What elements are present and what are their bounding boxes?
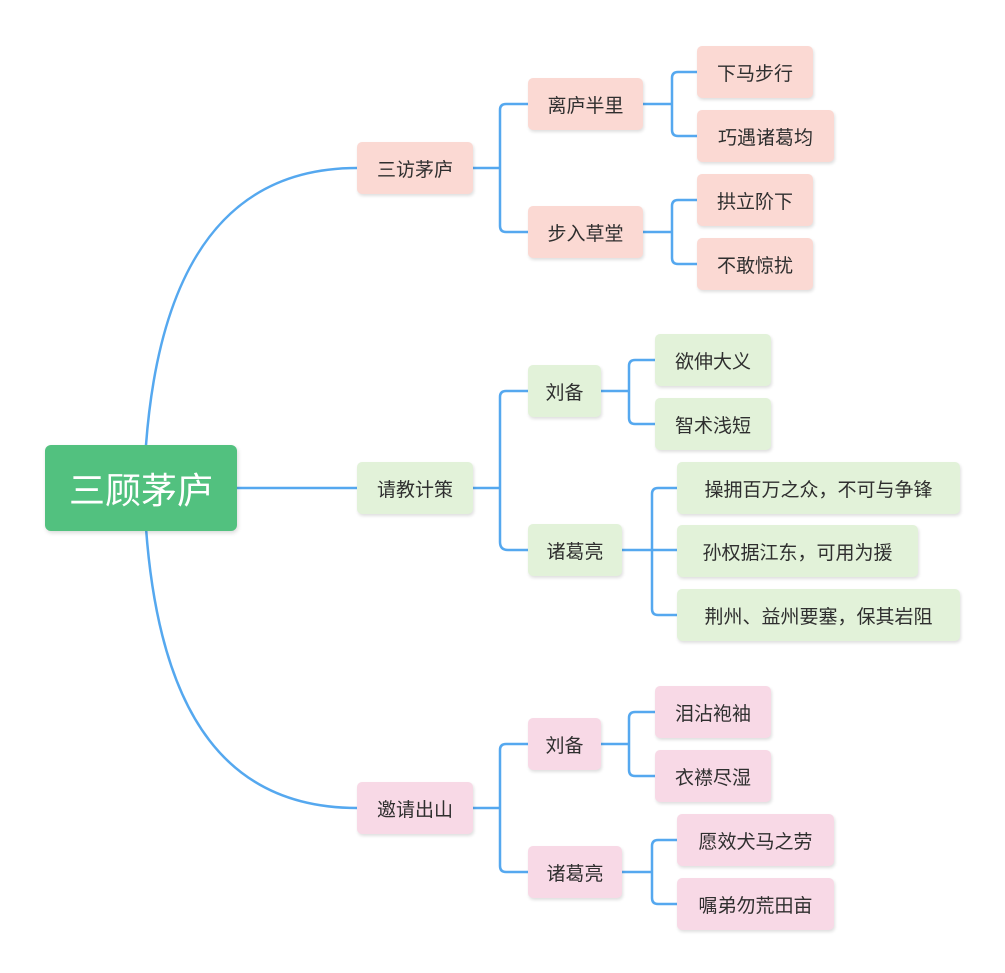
connector-branch-3	[471, 742, 530, 874]
leaf-cao-baiwan[interactable]: 操拥百万之众，不可与争锋	[677, 462, 960, 514]
leaf-qiaoyu-zhugejun[interactable]: 巧遇诸葛均	[697, 110, 834, 162]
branch-yaoqing-chushan[interactable]: 邀请出山	[357, 782, 473, 834]
leaf-yuanxiao-quanma[interactable]: 愿效犬马之劳	[677, 814, 834, 866]
subtopic-lilu-banli[interactable]: 离庐半里	[528, 78, 643, 130]
leaf-yijin-jinshi[interactable]: 衣襟尽湿	[655, 750, 771, 802]
leaf-yushen-dayi[interactable]: 欲伸大义	[655, 334, 771, 386]
leaf-bugan-jingrao[interactable]: 不敢惊扰	[697, 238, 813, 290]
connector-branch-2-sub-2	[620, 486, 679, 617]
leaf-jingzhou-yizhou[interactable]: 荆州、益州要塞，保其岩阻	[677, 589, 960, 641]
subtopic-liubei-2[interactable]: 刘备	[528, 718, 601, 770]
leaf-zhudi-wuhuang[interactable]: 嘱弟勿荒田亩	[677, 878, 834, 930]
connector-branch-2-sub-1	[599, 358, 657, 426]
leaf-leizhan-paoxiu[interactable]: 泪沾袍袖	[655, 686, 771, 738]
connector-branch-3-sub-1	[599, 710, 657, 778]
leaf-xiama-buxing[interactable]: 下马步行	[697, 46, 813, 98]
leaf-sunquan-jiangdong[interactable]: 孙权据江东，可用为援	[677, 525, 918, 577]
subtopic-zhugeliang-2[interactable]: 诸葛亮	[528, 846, 622, 898]
branch-qingjiao-jice[interactable]: 请教计策	[357, 462, 473, 514]
subtopic-liubei[interactable]: 刘备	[528, 365, 601, 417]
subtopic-buru-caotang[interactable]: 步入草堂	[528, 206, 643, 258]
subtopic-zhugeliang[interactable]: 诸葛亮	[528, 524, 622, 576]
connector-root-branch-3	[144, 526, 359, 810]
leaf-gongli-jiexia[interactable]: 拱立阶下	[697, 174, 813, 226]
root-topic[interactable]: 三顾茅庐	[45, 445, 237, 531]
connector-branch-3-sub-2	[620, 838, 679, 906]
connector-branch-1	[471, 102, 530, 234]
connector-branch-1-sub-2	[641, 198, 699, 266]
connector-branch-1-sub-1	[641, 70, 699, 138]
connector-root-branch-1	[144, 166, 359, 447]
connector-branch-2	[471, 389, 530, 552]
branch-sanfang-maolu[interactable]: 三访茅庐	[357, 142, 473, 194]
leaf-zhishu-qianduan[interactable]: 智术浅短	[655, 398, 771, 450]
